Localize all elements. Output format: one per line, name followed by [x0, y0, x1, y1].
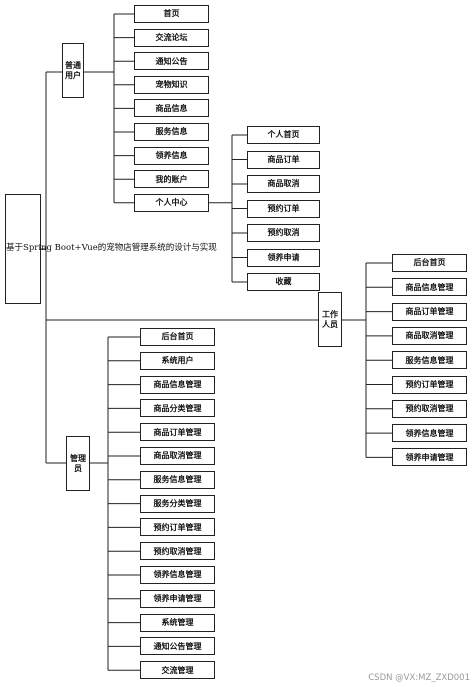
admin-role-node: 管理员	[66, 436, 90, 491]
center-item-3: 商品取消	[247, 175, 320, 193]
user-item-7: 领养信息	[134, 146, 209, 165]
watermark: CSDN @VX:MZ_ZXD001	[368, 673, 470, 683]
worker-role-node: 工作人员	[318, 292, 342, 347]
admin-item-8: 服务分类管理	[140, 494, 215, 513]
worker-item-7: 预约取消管理	[392, 399, 467, 418]
admin-item-15: 交流管理	[140, 661, 215, 680]
admin-item-2: 系统用户	[140, 351, 215, 370]
user-item-2: 交流论坛	[134, 28, 209, 47]
root-node: 基于Spring Boot+Vue的宠物店管理系统的设计与实现	[5, 194, 217, 304]
user-item-5: 商品信息	[134, 99, 209, 118]
center-item-5: 预约取消	[247, 224, 320, 242]
user-item-1: 首页	[134, 5, 209, 23]
admin-item-14: 通知公告管理	[140, 637, 215, 656]
center-item-6: 领养申请	[247, 248, 320, 267]
admin-item-9: 预约订单管理	[140, 518, 215, 537]
user-item-4: 宠物知识	[134, 75, 209, 94]
admin-item-7: 服务信息管理	[140, 470, 215, 489]
worker-item-2: 商品信息管理	[392, 278, 467, 297]
worker-item-9: 领养申请管理	[392, 448, 467, 467]
admin-item-6: 商品取消管理	[140, 447, 215, 465]
center-item-1: 个人首页	[247, 126, 320, 144]
admin-item-5: 商品订单管理	[140, 423, 215, 442]
center-item-2: 商品订单	[247, 150, 320, 169]
user-item-9: 个人中心	[134, 193, 209, 212]
worker-item-1: 后台首页	[392, 254, 467, 272]
worker-item-4: 商品取消管理	[392, 326, 467, 345]
user-role-node: 普通用户	[62, 43, 84, 98]
user-item-8: 我的账户	[134, 170, 209, 189]
worker-item-6: 预约订单管理	[392, 375, 467, 394]
admin-item-11: 领养信息管理	[140, 566, 215, 584]
admin-item-10: 预约取消管理	[140, 542, 215, 561]
admin-item-1: 后台首页	[140, 328, 215, 346]
worker-item-8: 领养信息管理	[392, 424, 467, 443]
worker-item-3: 商品订单管理	[392, 302, 467, 321]
center-item-4: 预约订单	[247, 199, 320, 218]
admin-item-13: 系统管理	[140, 613, 215, 632]
user-item-6: 服务信息	[134, 123, 209, 141]
admin-item-4: 商品分类管理	[140, 399, 215, 418]
admin-item-3: 商品信息管理	[140, 375, 215, 394]
admin-item-12: 领养申请管理	[140, 589, 215, 608]
center-item-7: 收藏	[247, 273, 320, 291]
user-item-3: 通知公告	[134, 52, 209, 71]
worker-item-5: 服务信息管理	[392, 351, 467, 370]
